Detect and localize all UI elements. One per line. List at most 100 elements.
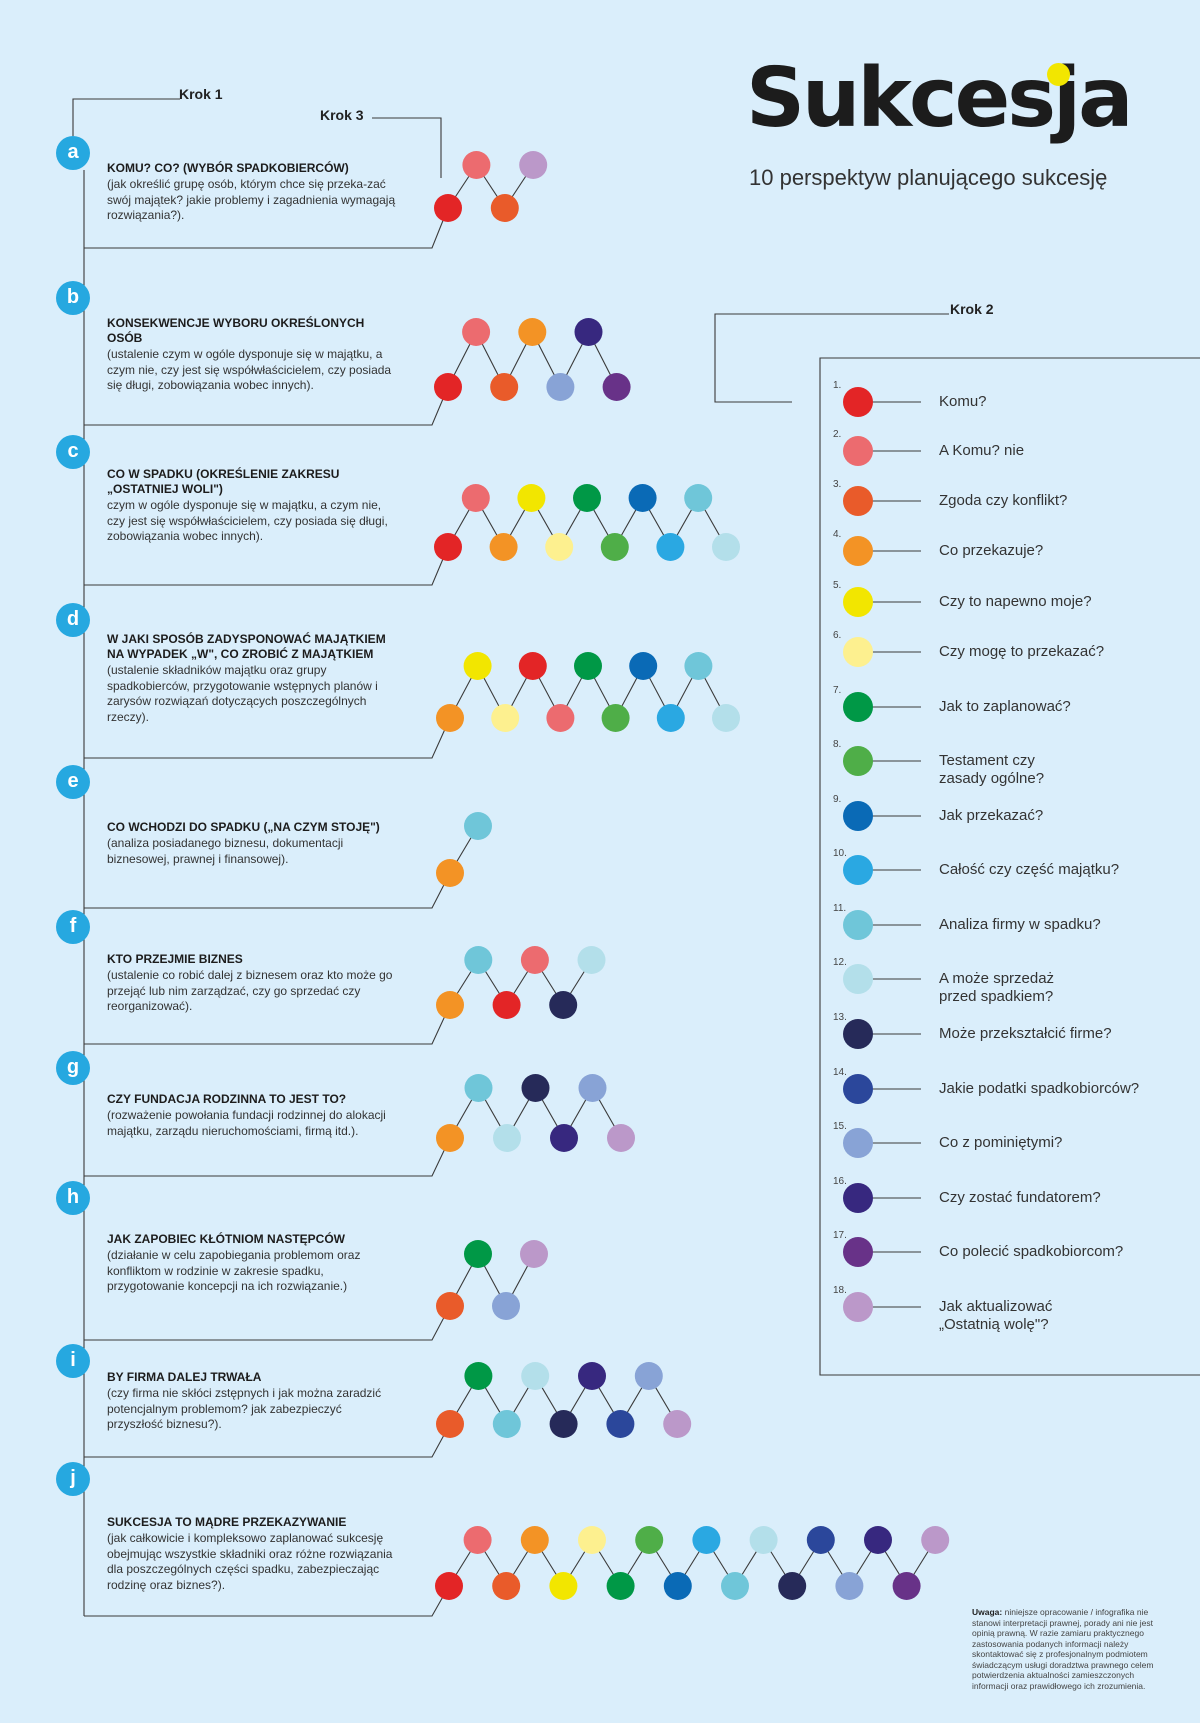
perspective-h-circle-18 [520, 1240, 548, 1268]
question-10-label: Całość czy część majątku? [939, 861, 1120, 878]
question-1-label: Komu? [939, 393, 987, 410]
question-5-circle [843, 587, 873, 617]
perspective-a-description: (jak określić grupę osób, którym chce si… [107, 177, 396, 222]
question-6-number: 6. [833, 630, 842, 641]
perspective-i-text: BY FIRMA DALEJ TRWAŁA (czy firma nie skłó… [107, 1370, 397, 1433]
question-7-number: 7. [833, 685, 842, 696]
question-17-label: Co polecić spadkobiorcom? [939, 1243, 1124, 1260]
perspective-h-badge: h [56, 1181, 90, 1215]
perspective-d-description: (ustalenie składników majątku oraz grupy… [107, 663, 378, 724]
question-14-number: 14. [833, 1067, 847, 1078]
question-2-circle [843, 436, 873, 466]
question-2-label: A Komu? nie [939, 442, 1025, 459]
perspective-h-circle-7 [464, 1240, 492, 1268]
perspective-h-bracket [84, 1305, 451, 1341]
perspective-g-text: CZY FUNDACJA RODZINNA TO JEST TO? (rozważ… [107, 1092, 397, 1139]
perspective-j-circle-12 [749, 1526, 778, 1554]
perspective-a-chain-line [447, 164, 534, 209]
perspective-h-circle-3 [436, 1292, 464, 1320]
perspective-a-circle-18 [519, 151, 548, 179]
perspective-i-circle-11 [492, 1410, 521, 1438]
perspective-j-circle-5 [549, 1572, 578, 1600]
perspective-c-description: czym w ogóle dysponuje się w majątku, a … [107, 498, 388, 543]
perspective-c-circle-11 [684, 484, 713, 512]
question-4-label: Co przekazuje? [939, 542, 1044, 559]
perspective-d-circle-6 [491, 704, 520, 732]
question-11-number: 11. [833, 903, 847, 914]
krok-3-connector [372, 117, 442, 178]
question-13-circle [843, 1019, 873, 1049]
question-5-label: Czy to napewno moje? [939, 593, 1092, 610]
perspective-g-circle-15 [578, 1074, 607, 1102]
perspective-g-badge: g [56, 1051, 90, 1085]
question-14-circle [843, 1074, 873, 1104]
perspective-h-description: (działanie w celu zapobiegania problemom… [107, 1248, 361, 1293]
perspective-g-heading: CZY FUNDACJA RODZINNA TO JEST TO? [107, 1092, 347, 1106]
perspective-a-heading: KOMU? CO? (WYBÓR SPADKOBIERCÓW) [107, 161, 349, 175]
question-3-number: 3. [833, 479, 842, 490]
perspective-i-circle-13 [549, 1410, 578, 1438]
perspective-b-description: (ustalenie czym w ogóle dysponuje się w … [107, 347, 392, 392]
perspective-f-circle-13 [549, 991, 578, 1019]
question-12-label: A może sprzedaż przed spadkiem? [939, 970, 1055, 1005]
perspective-j-circle-3 [492, 1572, 521, 1600]
question-15-circle [843, 1128, 873, 1158]
perspective-c-circle-9 [628, 484, 657, 512]
perspective-i-description: (czy firma nie skłóci zstępnych i jak mo… [107, 1386, 382, 1431]
perspective-j-circle-16 [864, 1526, 892, 1554]
krok-3-label: Krok 3 [320, 107, 364, 123]
perspective-j-circle-6 [578, 1526, 606, 1554]
perspective-e-circle-4 [436, 859, 464, 887]
perspective-i-circle-18 [663, 1410, 692, 1438]
perspective-g-bracket [84, 1137, 451, 1177]
perspective-f-text: KTO PRZEJMIE BIZNES(ustalenie co robić d… [107, 952, 397, 1015]
question-9-label: Jak przekazać? [939, 807, 1044, 824]
perspective-c-bracket [84, 546, 449, 586]
perspective-d-circle-4 [436, 704, 464, 732]
perspective-j-circle-1 [435, 1572, 463, 1600]
perspective-j-circle-2 [463, 1526, 492, 1554]
question-9-circle [843, 801, 873, 831]
perspective-d-circle-9 [629, 652, 658, 680]
perspective-a-circle-2 [462, 151, 491, 179]
page-title: Sukcesja [746, 51, 1133, 146]
perspective-g-circle-18 [607, 1124, 635, 1152]
perspective-d-circle-5 [463, 652, 492, 680]
perspective-h-text: JAK ZAPOBIEC KŁÓTNIOM NASTĘPCÓW(działani… [107, 1232, 397, 1295]
perspective-b-circle-4 [518, 318, 547, 346]
perspective-d-badge: d [56, 603, 90, 637]
perspective-j-circle-18 [921, 1526, 950, 1554]
perspective-d-heading: W JAKI SPOSÓB ZADYSPONOWAĆ MAJĄTKIEM NA … [107, 632, 386, 661]
perspective-g-description: (rozważenie powołania fundacji rodzinnej… [107, 1108, 386, 1138]
question-7-label: Jak to zaplanować? [939, 698, 1071, 715]
perspective-a-circle-1 [434, 194, 462, 222]
question-8-label: Testament czy zasady ogólne? [939, 752, 1045, 787]
perspective-f-circle-12 [577, 946, 606, 974]
question-18-label: Jak aktualizować „Ostatnią wolę"? [939, 1298, 1053, 1333]
perspective-c-circle-5 [517, 484, 546, 512]
perspective-d-circle-8 [601, 704, 630, 732]
perspective-i-heading: BY FIRMA DALEJ TRWAŁA [107, 1370, 262, 1384]
perspective-b-circle-1 [434, 373, 462, 401]
perspective-j-circle-17 [892, 1572, 921, 1600]
question-15-label: Co z pominiętymi? [939, 1134, 1063, 1151]
perspective-f-badge: f [56, 910, 90, 944]
perspective-c-text: CO W SPADKU (OKREŚLENIE ZAKRESU „OSTATNI… [107, 467, 397, 545]
perspective-b-text: KONSEKWENCJE WYBORU OKREŚLONYCH OSÓB(ust… [107, 316, 397, 394]
question-16-number: 16. [833, 1176, 847, 1187]
perspective-d-circle-12 [712, 704, 740, 732]
question-15-number: 15. [833, 1121, 847, 1132]
perspective-c-circle-4 [489, 533, 518, 561]
question-13-label: Może przekształcić firme? [939, 1025, 1112, 1042]
question-8-number: 8. [833, 739, 842, 750]
perspective-c-badge: c [56, 435, 90, 469]
question-9-number: 9. [833, 794, 842, 805]
perspective-g-circle-12 [493, 1124, 521, 1152]
question-1-circle [843, 387, 873, 417]
question-13-number: 13. [833, 1012, 847, 1023]
question-12-number: 12. [833, 957, 847, 968]
perspective-g-circle-13 [521, 1074, 550, 1102]
question-16-circle [843, 1183, 873, 1213]
question-1-number: 1. [833, 380, 842, 391]
